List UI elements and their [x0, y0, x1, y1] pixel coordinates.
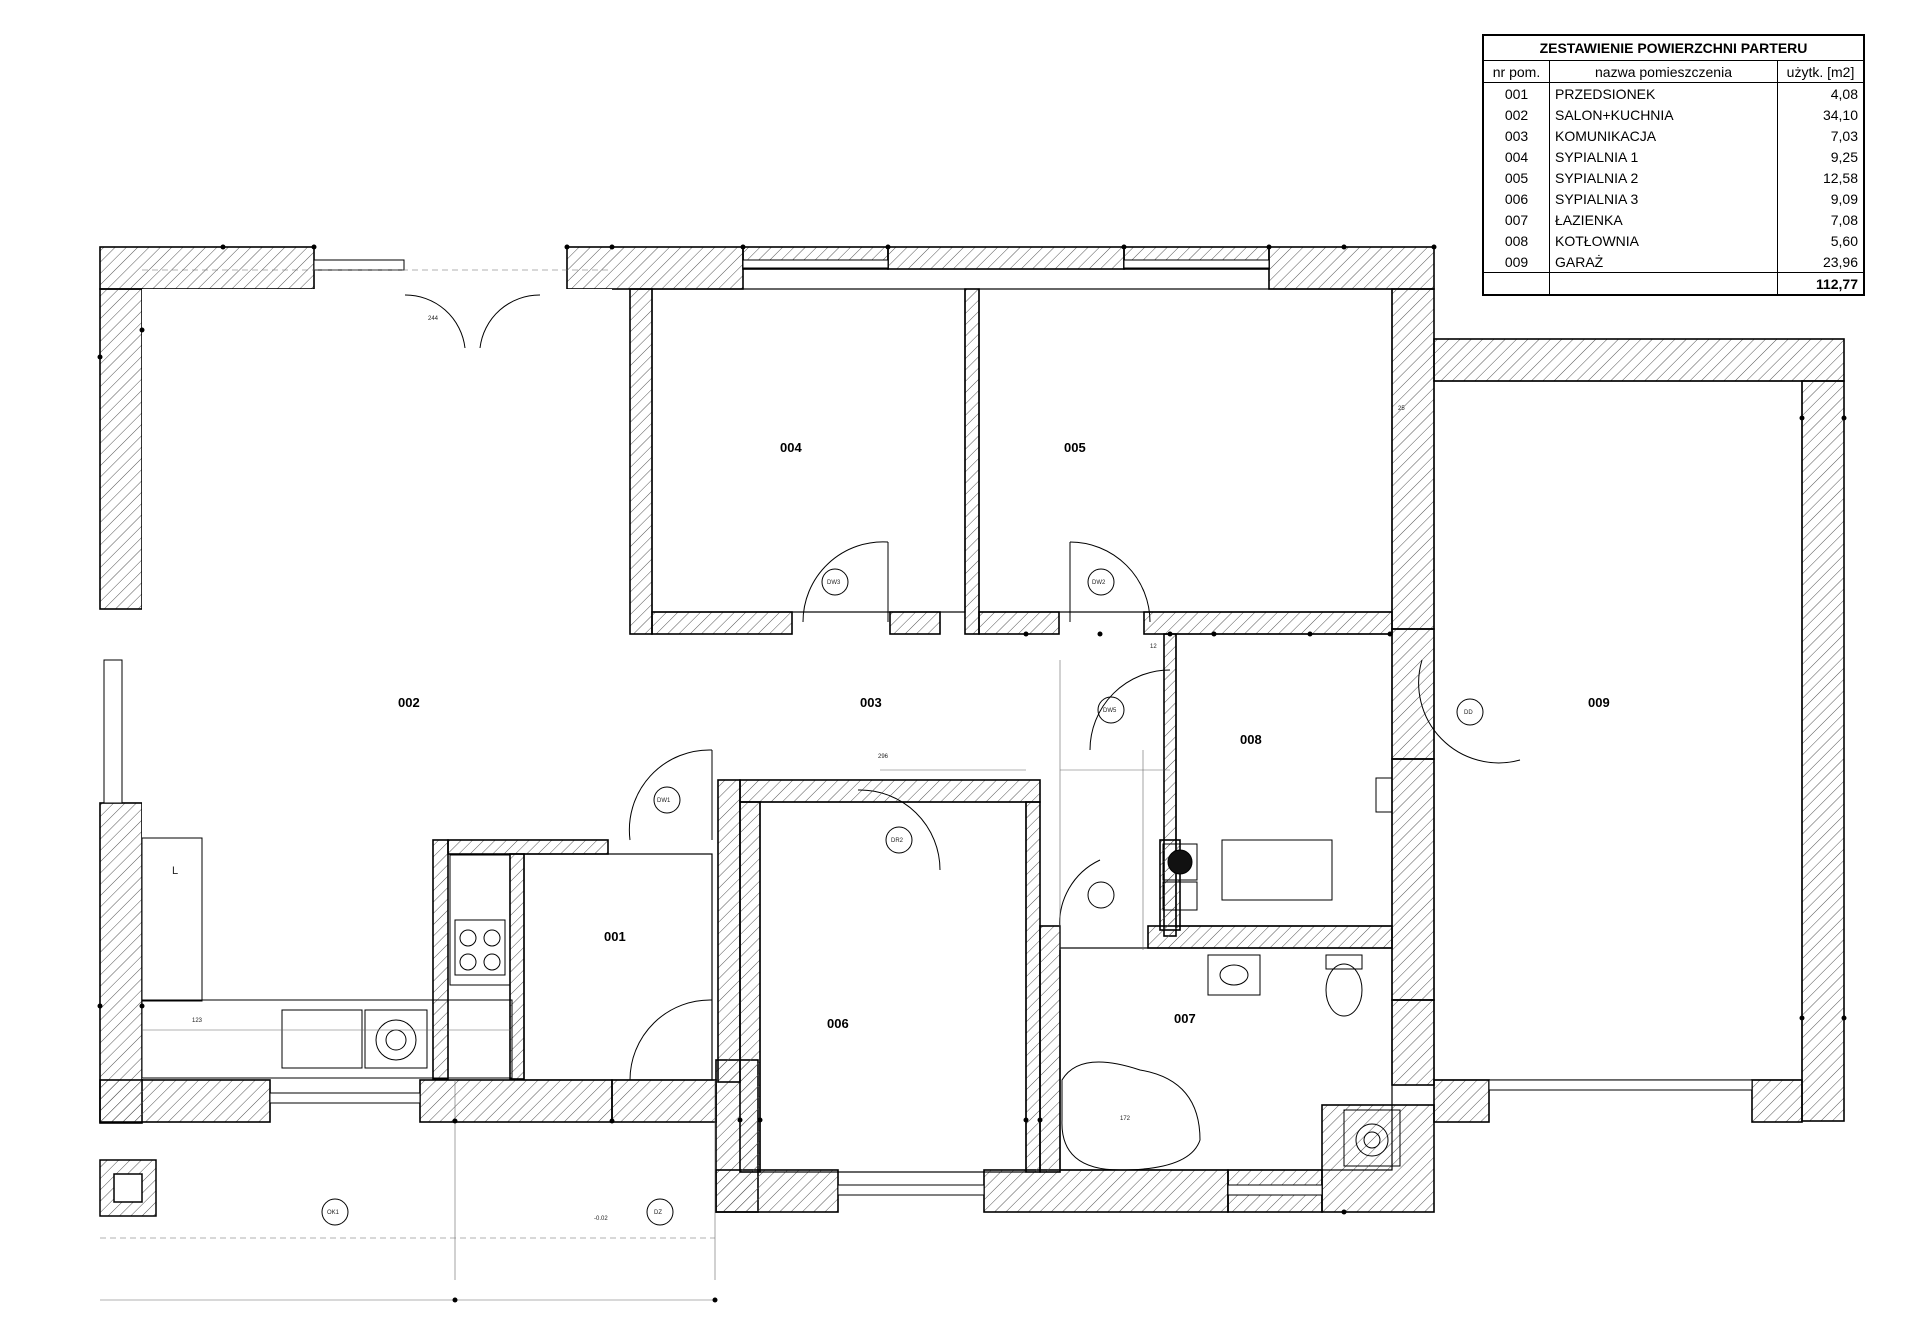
dim-296: 296: [878, 754, 889, 760]
total-blank-2: [1549, 272, 1778, 295]
area-table: ZESTAWIENIE POWIERZCHNI PARTERU nr pom. …: [1482, 34, 1865, 296]
dim-12: 12: [1150, 644, 1157, 650]
marker-dr2: DR2: [891, 838, 904, 844]
row-nr: 005: [1482, 167, 1550, 188]
room-003-label: 003: [860, 695, 882, 710]
bathroom-fixtures: [1061, 777, 1401, 1171]
row-area: 5,60: [1777, 230, 1865, 251]
room-006-label: 006: [827, 1016, 849, 1031]
total-blank-1: [1482, 272, 1550, 295]
header-area: użytk. [m2]: [1777, 60, 1865, 83]
row-name: SYPIALNIA 3: [1549, 188, 1778, 209]
row-nr: 007: [1482, 209, 1550, 230]
room-009-label: 009: [1588, 695, 1610, 710]
row-name: ŁAZIENKA: [1549, 209, 1778, 230]
row-name: KOTŁOWNIA: [1549, 230, 1778, 251]
marker-level: -0.02: [594, 1216, 608, 1222]
marker-ok1: OK1: [327, 1210, 340, 1216]
area-table-header: nr pom. nazwa pomieszczenia użytk. [m2]: [1482, 60, 1865, 83]
row-name: PRZEDSIONEK: [1549, 82, 1778, 104]
marker-L: L: [172, 865, 178, 877]
row-name: SALON+KUCHNIA: [1549, 104, 1778, 125]
room-001-label: 001: [604, 929, 626, 944]
marker-dw3: DW3: [827, 580, 841, 586]
room-outlines: [523, 288, 1803, 1173]
door-markers: [321, 568, 1484, 1226]
row-area: 9,25: [1777, 146, 1865, 167]
row-name: GARAŻ: [1549, 251, 1778, 273]
marker-dd: DD: [1464, 710, 1473, 716]
total-area: 112,77: [1777, 272, 1865, 295]
dimension-lines: [100, 269, 1170, 1301]
room-002-label: 002: [398, 695, 420, 710]
room-007-label: 007: [1174, 1011, 1196, 1026]
row-nr: 006: [1482, 188, 1550, 209]
marker-dz: DZ: [654, 1210, 662, 1216]
row-nr: 009: [1482, 251, 1550, 273]
kitchen-fixtures: [141, 837, 513, 1079]
room-004-label: 004: [780, 440, 802, 455]
row-area: 34,10: [1777, 104, 1865, 125]
dim-123: 123: [192, 1018, 203, 1024]
row-name: SYPIALNIA 2: [1549, 167, 1778, 188]
row-nr: 001: [1482, 82, 1550, 104]
row-name: SYPIALNIA 1: [1549, 146, 1778, 167]
marker-dw1: DW1: [657, 798, 671, 804]
exterior-walls: [99, 246, 1845, 1213]
row-area: 9,09: [1777, 188, 1865, 209]
header-nr: nr pom.: [1482, 60, 1550, 83]
room-008-label: 008: [1240, 732, 1262, 747]
room-005-label: 005: [1064, 440, 1086, 455]
chimney: [99, 1159, 157, 1217]
row-area: 12,58: [1777, 167, 1865, 188]
dim-172: 172: [1120, 1116, 1131, 1122]
dimension-labels: 244 296 123 172 12 25: [192, 316, 1405, 1122]
windows: [103, 259, 1753, 1196]
row-nr: 003: [1482, 125, 1550, 146]
door-marker-labels: L DW3 DW2 DW1 DR2 DW5 DD DZ OK1 -0.02: [172, 580, 1473, 1222]
row-name: KOMUNIKACJA: [1549, 125, 1778, 146]
row-nr: 008: [1482, 230, 1550, 251]
row-nr: 004: [1482, 146, 1550, 167]
area-table-title: ZESTAWIENIE POWIERZCHNI PARTERU: [1482, 35, 1865, 61]
row-area: 23,96: [1777, 251, 1865, 273]
dim-25: 25: [1398, 406, 1405, 412]
interior-fill: [142, 289, 612, 1079]
row-nr: 002: [1482, 104, 1550, 125]
total-row: 112,77: [1482, 272, 1865, 295]
dim-244: 244: [428, 316, 439, 322]
wall-points: [97, 244, 1847, 1303]
marker-dw2: DW2: [1092, 580, 1106, 586]
row-area: 7,03: [1777, 125, 1865, 146]
row-area: 7,08: [1777, 209, 1865, 230]
door-swings: [404, 294, 1521, 1081]
row-area: 4,08: [1777, 82, 1865, 104]
marker-dw5: DW5: [1103, 708, 1117, 714]
room-labels: 004 005 002 003 009 008 001 006 007: [398, 440, 1610, 1031]
header-name: nazwa pomieszczenia: [1549, 60, 1778, 83]
